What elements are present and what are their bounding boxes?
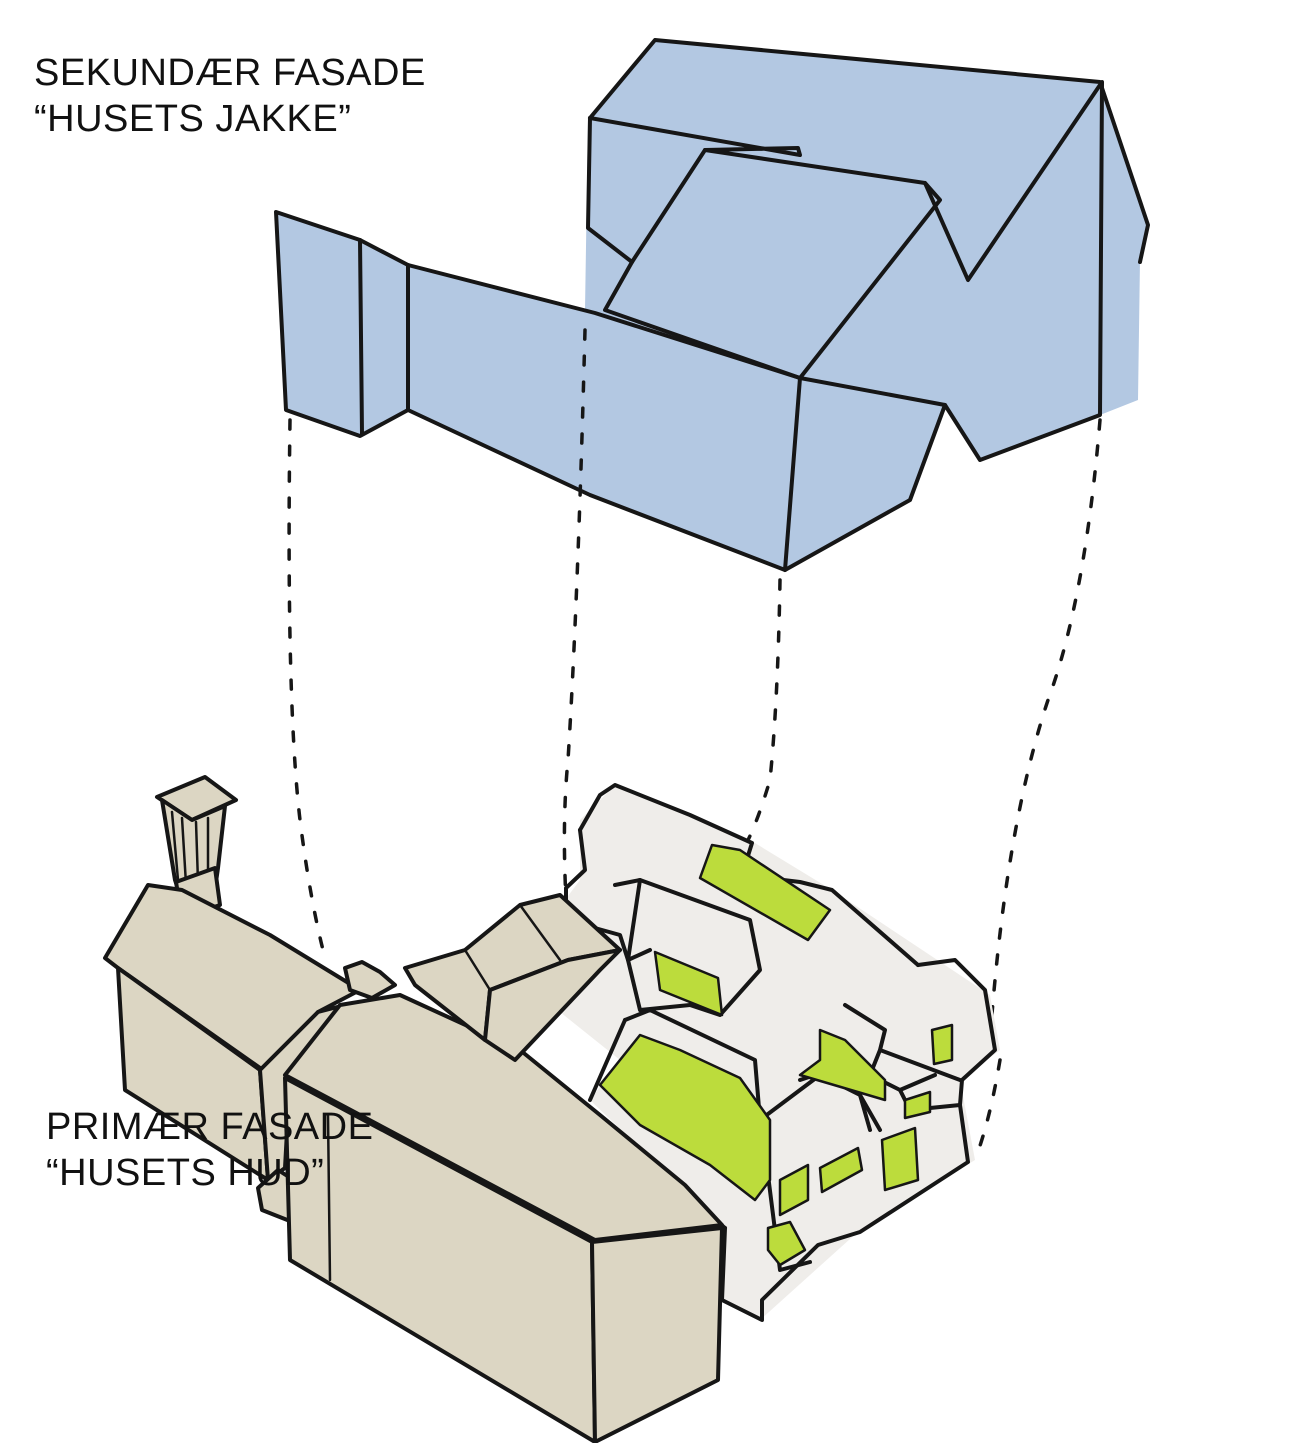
secondary-facade-jacket <box>274 38 1150 572</box>
chimney-ribs <box>170 810 210 886</box>
new-building-outline-right <box>720 958 997 1322</box>
projection-line-4 <box>988 418 1102 1042</box>
projection-line-3 <box>746 578 782 842</box>
opening-gable-square <box>903 1090 932 1120</box>
existing-main-divider <box>326 1113 332 1282</box>
projection-line-2 <box>562 328 587 902</box>
new-building-white <box>520 783 1000 1322</box>
existing-main-roof <box>283 993 724 1242</box>
opening-side-mid <box>778 1163 810 1217</box>
secondary-facade-ridge-notch <box>588 116 802 157</box>
existing-building-beige <box>103 775 724 1443</box>
new-building-outline-upper <box>578 783 920 967</box>
secondary-facade-gable-right <box>783 403 947 572</box>
new-building-fill <box>520 785 1000 1320</box>
secondary-facade-subtitle: “HUSETS JAKKE” <box>34 98 352 140</box>
projection-line-1 <box>287 418 327 960</box>
opening-side-right <box>818 1146 864 1194</box>
existing-main-end <box>590 1226 724 1443</box>
primary-facade-label: PRIMÆR FASADE “HUSETS HUD” <box>46 1104 373 1196</box>
opening-gable-small <box>930 1023 954 1066</box>
opening-roof-upper <box>698 843 832 942</box>
secondary-facade-back-wall <box>586 116 634 264</box>
secondary-facade-title: SEKUNDÆR FASADE <box>34 52 426 94</box>
new-building-mid-wall <box>626 878 692 1012</box>
existing-annex-hip <box>463 903 562 992</box>
opening-roof-lower <box>598 1033 772 1202</box>
opening-lower-window <box>766 1220 807 1267</box>
opening-dormer <box>798 1028 887 1102</box>
primary-facade-subtitle: “HUSETS HUD” <box>46 1152 325 1194</box>
existing-annex-wall <box>483 948 622 1062</box>
opening-gable-tall <box>880 1126 920 1192</box>
opening-upper-window <box>653 950 724 1017</box>
projection-line-5 <box>973 1058 1002 1162</box>
existing-connector <box>343 960 397 1000</box>
projection-lines <box>287 328 1102 1162</box>
secondary-facade-label: SEKUNDÆR FASADE “HUSETS JAKKE” <box>34 50 426 142</box>
primary-facade-title: PRIMÆR FASADE <box>46 1106 374 1148</box>
secondary-facade-fill <box>276 40 1148 570</box>
secondary-facade-divider-1 <box>358 238 364 436</box>
secondary-facade-back-roof <box>588 38 1150 264</box>
openings <box>598 843 954 1267</box>
